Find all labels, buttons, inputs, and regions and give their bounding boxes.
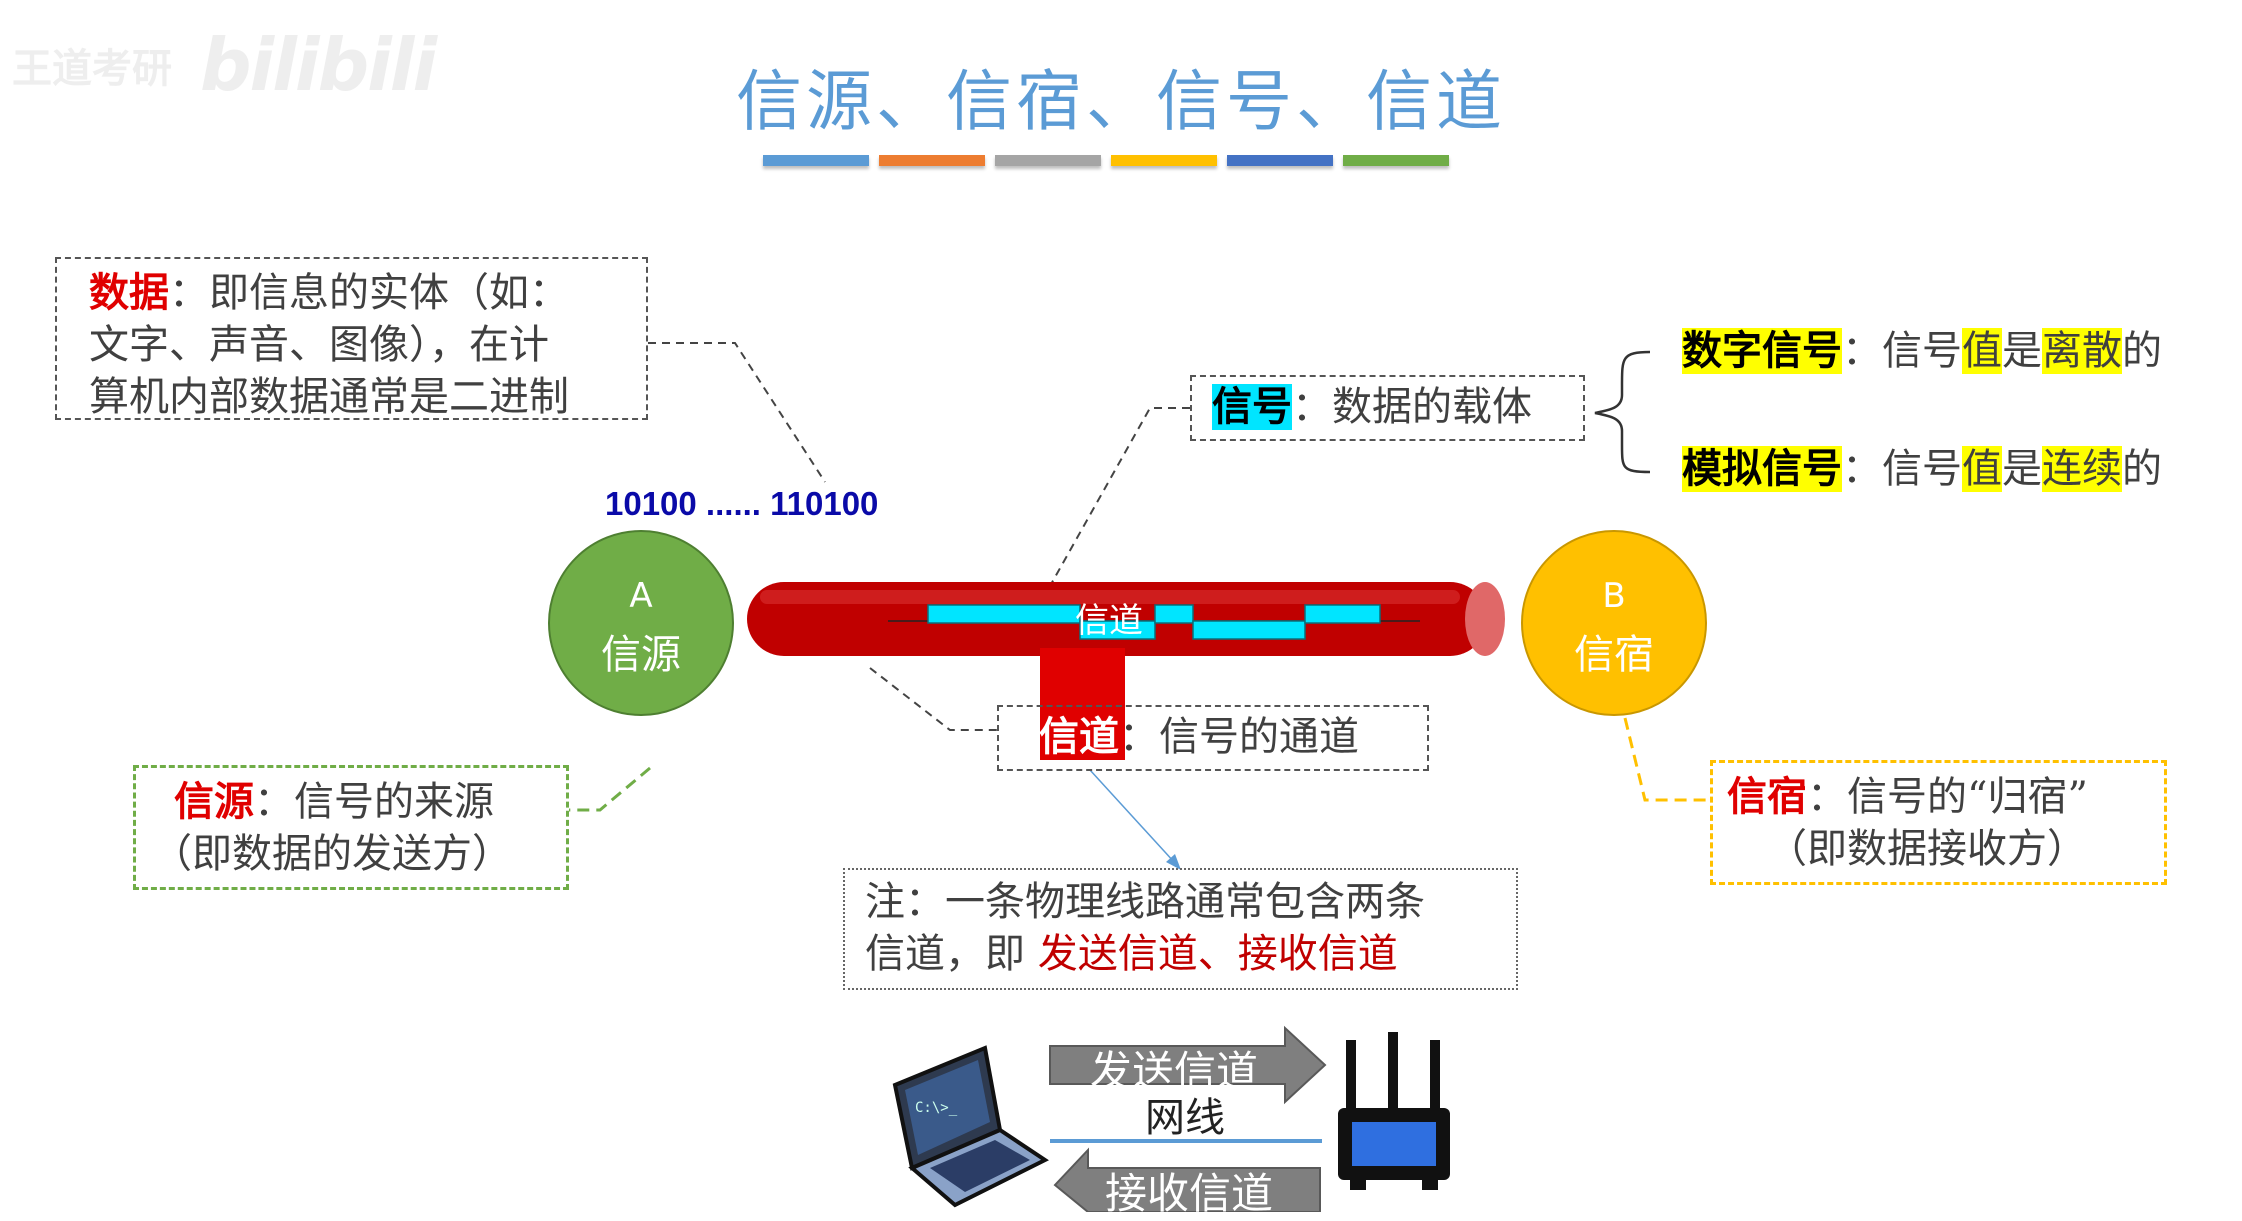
title-bar-1 xyxy=(763,155,869,166)
title-bar-3 xyxy=(995,155,1101,166)
channel-pipe-end xyxy=(1465,582,1505,656)
note-arrow-line xyxy=(1089,769,1176,864)
title-bar-2 xyxy=(879,155,985,166)
analog-term: 模拟信号 xyxy=(1682,446,1842,492)
title-color-bars xyxy=(763,155,1449,166)
data-line2: 文字、声音、图像），在计 xyxy=(89,322,549,368)
digital-discrete-word: 离散 xyxy=(2042,328,2122,374)
recv-arrow xyxy=(1053,1147,1321,1212)
bilibili-logo: bilibili xyxy=(200,23,437,107)
note-line1: 注：一条物理线路通常包含两条 xyxy=(865,879,1425,925)
source-definition-box: 信源：信号的来源 （即数据的发送方） xyxy=(133,765,569,890)
data-definition-box: 数据：即信息的实体（如： 文字、声音、图像），在计 算机内部数据通常是二进制 xyxy=(55,257,648,420)
note-send-channel: 发送信道 xyxy=(1037,931,1198,977)
analog-sep: ： xyxy=(1842,446,1882,492)
signal-block-4 xyxy=(1192,620,1306,640)
source-name: 信源 xyxy=(601,632,681,678)
signal-connector xyxy=(1044,407,1190,596)
sink-sep: ： xyxy=(1807,774,1847,820)
title-bar-6 xyxy=(1343,155,1449,166)
sink-text: 信号的“归宿” xyxy=(1847,774,2088,820)
analog-p3: 是 xyxy=(2002,446,2042,492)
channel-definition-box: 信道：信号的通道 xyxy=(997,705,1429,771)
channel-sep: ： xyxy=(1119,714,1159,760)
source-node: A 信源 xyxy=(548,530,734,716)
signal-block-2 xyxy=(1079,620,1156,640)
sink-connector xyxy=(1623,717,1710,802)
signal-block-5 xyxy=(1304,604,1381,624)
digital-p3: 是 xyxy=(2002,328,2042,374)
send-channel-label: 发送信道 xyxy=(1090,1047,1259,1096)
source-line2: （即数据的发送方） xyxy=(152,831,512,877)
note-arrowhead xyxy=(1166,854,1181,870)
data-sep: ： xyxy=(169,270,209,316)
data-connector xyxy=(648,342,826,483)
signal-definition-box: 信号：数据的载体 xyxy=(1190,375,1585,441)
source-term: 信源 xyxy=(174,779,254,825)
sink-definition-box: 信宿：信号的“归宿” （即数据接收方） xyxy=(1710,760,2167,885)
sink-letter: B xyxy=(1602,576,1626,616)
sink-line2: （即数据接收方） xyxy=(1767,826,2087,872)
signal-brace xyxy=(1594,350,1651,474)
sink-name: 信宿 xyxy=(1574,632,1654,678)
analog-value-word: 值 xyxy=(1962,446,2002,492)
digital-term: 数字信号 xyxy=(1682,328,1842,374)
svg-text:C:\>_: C:\>_ xyxy=(915,1100,958,1116)
signal-block-3 xyxy=(1154,604,1194,624)
signal-term: 信号 xyxy=(1212,384,1292,430)
digital-value-word: 值 xyxy=(1962,328,2002,374)
data-term: 数据 xyxy=(89,270,169,316)
note-sep: 、 xyxy=(1197,931,1238,977)
watermark-author: 王道考研 xyxy=(12,45,172,92)
bit-sequence: 10100 ...... 110100 xyxy=(605,485,879,522)
laptop-icon: C:\>_ xyxy=(892,1045,1049,1208)
recv-channel-label: 接收信道 xyxy=(1105,1169,1274,1218)
channel-connector xyxy=(869,667,997,731)
router-icon xyxy=(1338,1032,1450,1190)
title-bar-5 xyxy=(1227,155,1333,166)
analog-p1: 信号 xyxy=(1882,446,1962,492)
digital-signal-line: 数字信号：信号值是离散的 xyxy=(1682,325,2162,377)
note-line2-prefix: 信道，即 xyxy=(865,931,1038,977)
analog-p5: 的 xyxy=(2122,446,2162,492)
digital-p1: 信号 xyxy=(1882,328,1962,374)
sink-term: 信宿 xyxy=(1727,774,1807,820)
analog-continuous-word: 连续 xyxy=(2042,446,2122,492)
source-text: 信号的来源 xyxy=(294,779,494,825)
cable-label: 网线 xyxy=(1145,1095,1225,1141)
send-arrow xyxy=(1049,1025,1327,1105)
title-bar-4 xyxy=(1111,155,1217,166)
signal-sep: ： xyxy=(1292,384,1332,430)
slide-title: 信源、信宿、信号、信道 xyxy=(736,63,1506,140)
source-sep: ： xyxy=(254,779,294,825)
data-line1: 即信息的实体（如： xyxy=(209,270,569,316)
channel-pipe-highlight xyxy=(760,590,1460,604)
note-recv-channel: 接收信道 xyxy=(1237,931,1398,977)
data-line3: 算机内部数据通常是二进制 xyxy=(89,374,569,420)
source-connector xyxy=(569,766,651,812)
digital-sep: ： xyxy=(1842,328,1882,374)
channel-stem xyxy=(1040,648,1125,760)
analog-signal-line: 模拟信号：信号值是连续的 xyxy=(1682,443,2162,495)
digital-p5: 的 xyxy=(2122,328,2162,374)
source-letter: A xyxy=(629,576,653,616)
sink-node: B 信宿 xyxy=(1521,530,1707,716)
signal-block-1 xyxy=(927,604,1081,624)
pipe-label: 信道 xyxy=(1075,601,1143,641)
note-box: 注：一条物理线路通常包含两条 信道，即 发送信道、接收信道 xyxy=(843,868,1518,990)
signal-text: 数据的载体 xyxy=(1332,384,1532,430)
channel-term: 信道 xyxy=(1039,713,1119,760)
watermark: 王道考研 bilibili xyxy=(12,20,437,110)
channel-text: 信号的通道 xyxy=(1159,714,1359,760)
